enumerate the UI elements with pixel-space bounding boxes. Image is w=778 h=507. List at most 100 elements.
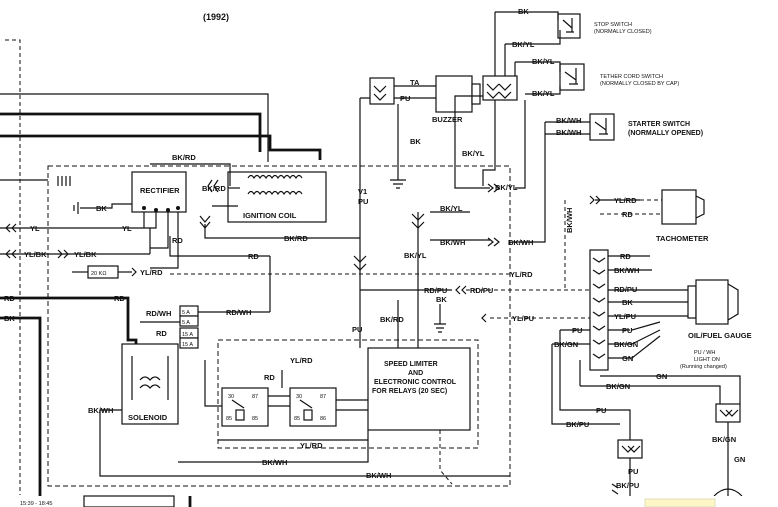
starter-switch: STARTER SWITCH (NORMALLY OPENED) xyxy=(589,113,703,141)
svg-text:BK/YL: BK/YL xyxy=(495,183,518,192)
svg-text:BK/RD: BK/RD xyxy=(172,153,196,162)
ignition-coil-label: IGNITION COIL xyxy=(243,211,297,220)
svg-text:BK/YL: BK/YL xyxy=(404,251,427,260)
rectifier-label: RECTIFIER xyxy=(140,186,180,195)
svg-text:BK/RD: BK/RD xyxy=(284,234,308,243)
connector-bottom xyxy=(617,439,643,459)
svg-text:PU: PU xyxy=(352,325,362,334)
speed-limiter-label: SPEED LIMITER xyxy=(384,361,438,368)
svg-text:YL/PU: YL/PU xyxy=(512,314,534,323)
svg-text:RD: RD xyxy=(248,252,259,261)
svg-text:BK: BK xyxy=(622,298,633,307)
svg-text:BK/PU: BK/PU xyxy=(616,481,639,490)
svg-text:YL/RD: YL/RD xyxy=(290,356,313,365)
light-note: PU / WH LIGHT ON (Running changed) xyxy=(680,350,727,370)
svg-text:YL: YL xyxy=(30,224,40,233)
connector-lower-right xyxy=(715,403,741,423)
svg-text:RD: RD xyxy=(4,294,15,303)
svg-text:85: 85 xyxy=(252,416,258,422)
svg-text:YL/BK: YL/BK xyxy=(74,250,97,259)
rectifier: RECTIFIER xyxy=(131,171,187,213)
oil-fuel-gauge: OIL/FUEL GAUGE xyxy=(687,279,752,340)
svg-text:15 A: 15 A xyxy=(182,342,193,348)
svg-text:BK/RD: BK/RD xyxy=(202,184,226,193)
svg-text:87: 87 xyxy=(320,394,326,400)
fuse-15a-lower xyxy=(179,337,199,349)
stop-switch: STOP SWITCH (NORMALLY CLOSED) xyxy=(557,13,652,39)
footer-strip xyxy=(0,496,778,507)
svg-text:GN: GN xyxy=(622,354,633,363)
speed-limiter-module: SPEED LIMITER AND ELECTRONIC CONTROL FOR… xyxy=(367,347,471,431)
svg-text:BK/WH: BK/WH xyxy=(565,208,574,233)
svg-text:86: 86 xyxy=(320,416,326,422)
connector-buzzer xyxy=(369,77,395,105)
footer-timestamp: 15:39 - 18:45 xyxy=(20,501,52,507)
svg-text:YL/PU: YL/PU xyxy=(614,312,636,321)
svg-text:BK: BK xyxy=(96,204,107,213)
svg-text:V1: V1 xyxy=(358,187,367,196)
svg-text:BK/GN: BK/GN xyxy=(614,340,638,349)
svg-text:YL: YL xyxy=(122,224,132,233)
connector-top-right xyxy=(482,75,518,101)
tachometer-label: TACHOMETER xyxy=(656,234,709,243)
svg-text:BK/YL: BK/YL xyxy=(512,40,535,49)
svg-text:30: 30 xyxy=(296,394,302,400)
svg-text:RD: RD xyxy=(114,294,125,303)
svg-text:BK/GN: BK/GN xyxy=(554,340,578,349)
svg-text:BK/WH: BK/WH xyxy=(556,116,581,125)
svg-text:BK/YL: BK/YL xyxy=(532,89,555,98)
svg-text:BK: BK xyxy=(410,137,421,146)
solenoid: SOLENOID xyxy=(121,343,179,425)
svg-text:BK/WH: BK/WH xyxy=(614,266,639,275)
svg-text:RD: RD xyxy=(622,210,633,219)
svg-text:RD/PU: RD/PU xyxy=(424,286,447,295)
svg-text:BK/YL: BK/YL xyxy=(440,204,463,213)
svg-text:RD/WH: RD/WH xyxy=(226,308,251,317)
tachometer: TACHOMETER xyxy=(656,189,709,243)
solenoid-label: SOLENOID xyxy=(128,413,168,422)
relay-module-outline xyxy=(217,339,479,449)
resistor-label: 20 KΩ xyxy=(91,271,106,277)
svg-text:YL/RD: YL/RD xyxy=(140,268,163,277)
left-dashed-edge xyxy=(5,39,21,495)
svg-text:PU / WH: PU / WH xyxy=(694,350,715,356)
diagram-title: (1992) xyxy=(203,12,229,22)
svg-text:(NORMALLY OPENED): (NORMALLY OPENED) xyxy=(628,130,703,137)
svg-text:RD: RD xyxy=(156,329,167,338)
svg-text:5 A: 5 A xyxy=(182,310,190,316)
svg-text:PU: PU xyxy=(400,94,410,103)
svg-text:FOR RELAYS (20 SEC): FOR RELAYS (20 SEC) xyxy=(372,388,447,395)
svg-text:RD: RD xyxy=(264,373,275,382)
stop-switch-label: STOP SWITCH xyxy=(594,22,632,28)
svg-text:GN: GN xyxy=(734,455,745,464)
svg-text:PU: PU xyxy=(596,406,606,415)
svg-text:TA: TA xyxy=(410,78,420,87)
tether-switch: TETHER CORD SWITCH (NORMALLY CLOSED BY C… xyxy=(559,63,679,91)
svg-text:BK/PU: BK/PU xyxy=(566,420,589,429)
svg-text:GN: GN xyxy=(656,372,667,381)
svg-text:(Running changed): (Running changed) xyxy=(680,364,727,370)
svg-text:87: 87 xyxy=(252,394,258,400)
relay-2: 30 87 85 86 xyxy=(289,387,337,427)
svg-text:YL/RD: YL/RD xyxy=(300,441,323,450)
svg-text:RD/PU: RD/PU xyxy=(614,285,637,294)
svg-text:BK/RD: BK/RD xyxy=(380,315,404,324)
svg-text:YL/BK: YL/BK xyxy=(24,250,47,259)
svg-text:LIGHT ON: LIGHT ON xyxy=(694,357,720,363)
relay-1: 30 87 85 85 xyxy=(221,387,269,427)
svg-text:BK: BK xyxy=(436,295,447,304)
svg-text:RD: RD xyxy=(172,236,183,245)
gauge-connector xyxy=(589,249,609,371)
starter-switch-label: STARTER SWITCH xyxy=(628,121,690,128)
svg-text:PU: PU xyxy=(358,197,368,206)
svg-text:15 A: 15 A xyxy=(182,332,193,338)
svg-text:BK/WH: BK/WH xyxy=(440,238,465,247)
svg-text:85: 85 xyxy=(294,416,300,422)
svg-text:BK: BK xyxy=(4,314,15,323)
svg-text:AND: AND xyxy=(408,370,423,377)
footer-tag xyxy=(644,498,716,507)
svg-text:BK/WH: BK/WH xyxy=(88,406,113,415)
svg-text:RD/WH: RD/WH xyxy=(146,309,171,318)
svg-text:BK: BK xyxy=(518,7,529,16)
